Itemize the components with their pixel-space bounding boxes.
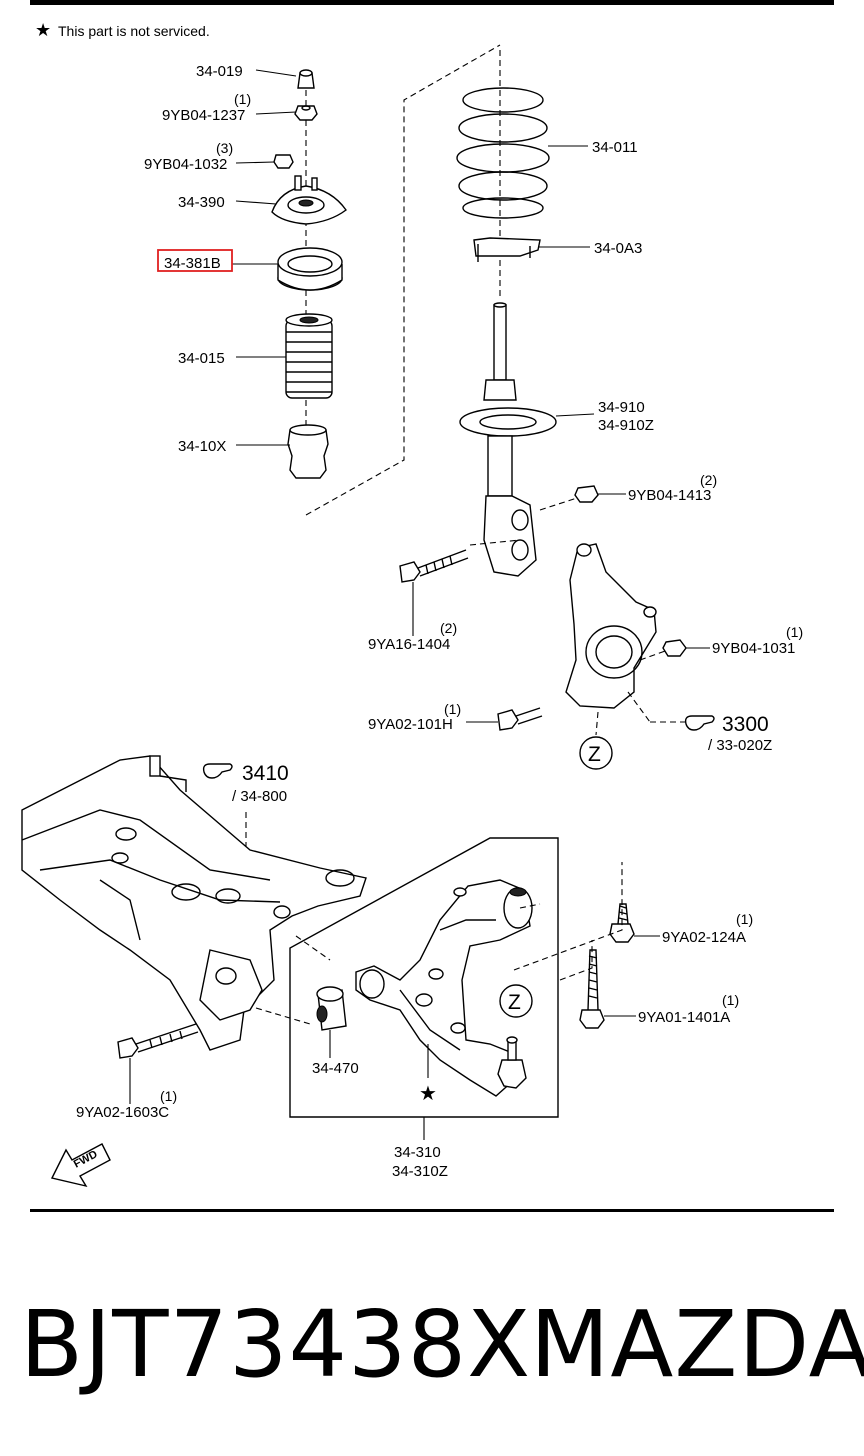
label-34-800: / 34-800 — [232, 788, 287, 805]
bolt-9ya02-1603c — [117, 1023, 199, 1059]
qty-9ya02-124a: (1) — [736, 911, 753, 927]
label-34-019: 34-019 — [196, 63, 243, 80]
leader-lines — [129, 69, 710, 1140]
parts-diagram: ★ This part is not serviced. — [21, 0, 834, 1212]
spring-strut — [456, 50, 581, 577]
qty-9yb04-1237: (1) — [234, 91, 251, 107]
part-number: BJT73438X — [20, 1291, 532, 1398]
bolt-dash-lines — [513, 862, 623, 981]
z-marker-lower — [499, 984, 533, 1018]
z-marker-lower-label: Z — [508, 991, 521, 1014]
label-34-10x: 34-10X — [178, 438, 226, 455]
label-9ya01-1401a: 9YA01-1401A — [638, 1009, 730, 1026]
z-marker-upper — [579, 736, 613, 770]
label-9yb04-1031: 9YB04-1031 — [712, 640, 795, 657]
label-9ya02-1603c: 9YA02-1603C — [76, 1104, 169, 1121]
bolt-9ya16-1404 — [399, 549, 469, 583]
label-9yb04-1237: 9YB04-1237 — [162, 107, 245, 124]
lower-arm-box — [289, 837, 559, 1118]
z-marker-upper-label: Z — [588, 743, 601, 766]
strut-mount-stack — [271, 69, 347, 480]
hand-icon-3410 — [202, 763, 233, 779]
footer: BJT73438X MAZDA — [0, 1290, 864, 1400]
stack-bracket — [305, 44, 501, 516]
label-9ya02-124a: 9YA02-124A — [662, 929, 746, 946]
label-34-310: 34-310 — [394, 1144, 441, 1161]
brand-name: MAZDA — [530, 1291, 864, 1398]
bolt-9ya02-124a — [609, 903, 635, 943]
qty-9yb04-1031: (1) — [786, 624, 803, 640]
steering-knuckle — [565, 543, 686, 736]
label-34-910: 34-910 — [598, 399, 645, 416]
nut-9yb04-1413 — [574, 485, 599, 503]
label-34-381b: 34-381B — [164, 255, 221, 272]
qty-9ya16-1404: (2) — [440, 620, 457, 636]
label-34-0a3: 34-0A3 — [594, 240, 642, 257]
lower-control-arm — [355, 879, 533, 1097]
star-not-serviced: ★ — [419, 1083, 437, 1105]
label-34-910z: 34-910Z — [598, 417, 654, 434]
note-star: ★ — [35, 20, 51, 40]
qty-9yb04-1413: (2) — [700, 472, 717, 488]
label-33-020z: / 33-020Z — [708, 737, 772, 754]
qty-9ya02-1603c: (1) — [160, 1088, 177, 1104]
bolt-9ya02-101h — [497, 707, 543, 731]
bolt-9ya01-1401a — [579, 949, 605, 1029]
label-34-015: 34-015 — [178, 350, 225, 367]
fwd-arrow-icon: FWD — [50, 1143, 111, 1188]
label-9yb04-1032: 9YB04-1032 — [144, 156, 227, 173]
highlight-box — [157, 249, 233, 272]
note-text: This part is not serviced. — [58, 23, 210, 39]
top-rule — [30, 0, 834, 5]
label-34-470: 34-470 — [312, 1060, 359, 1077]
front-subframe — [21, 755, 367, 1051]
label-34-310z: 34-310Z — [392, 1163, 448, 1180]
label-34-390: 34-390 — [178, 194, 225, 211]
bushing-34-470 — [316, 986, 347, 1031]
qty-9ya01-1401a: (1) — [722, 992, 739, 1008]
bottom-rule — [30, 1209, 834, 1212]
label-3300: 3300 — [722, 713, 769, 736]
label-3410: 3410 — [242, 762, 289, 785]
hand-icon-3300 — [684, 715, 715, 731]
label-34-011: 34-011 — [592, 139, 638, 156]
label-9yb04-1413: 9YB04-1413 — [628, 487, 711, 504]
nut-9yb04-1031 — [662, 639, 687, 657]
label-9ya16-1404: 9YA16-1404 — [368, 636, 450, 653]
qty-9ya02-101h: (1) — [444, 701, 461, 717]
qty-9yb04-1032: (3) — [216, 140, 233, 156]
label-9ya02-101h: 9YA02-101H — [368, 716, 453, 733]
